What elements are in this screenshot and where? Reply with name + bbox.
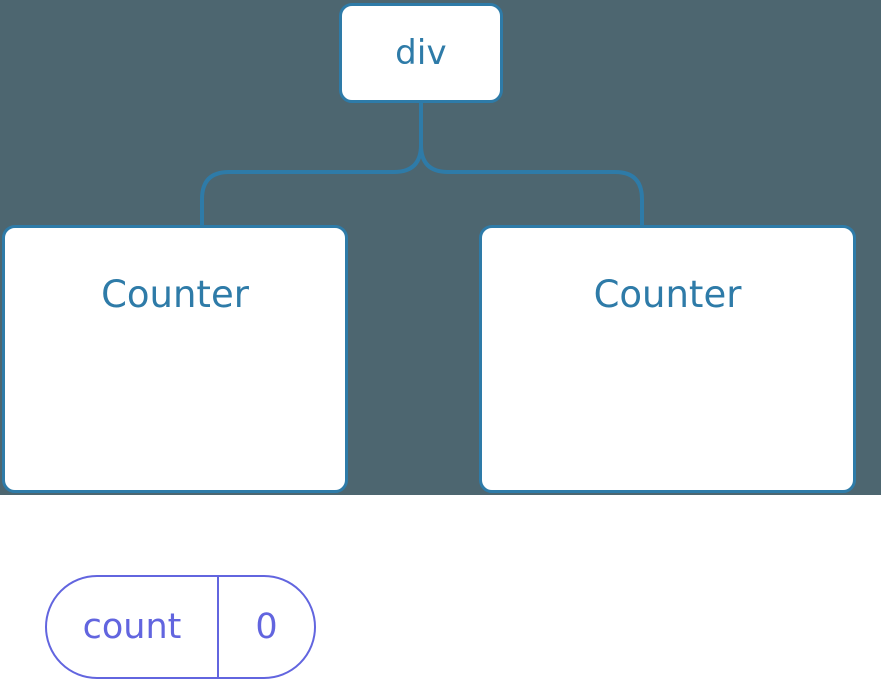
state-value-label: 0 <box>255 606 278 647</box>
node-div[interactable]: div <box>339 3 503 103</box>
state-pill-count-left[interactable]: count 0 <box>45 575 316 679</box>
node-counter-left-title: Counter <box>101 273 249 316</box>
node-counter-right-title: Counter <box>593 273 742 316</box>
state-key-label: count <box>47 577 219 677</box>
tree-connectors <box>200 103 644 227</box>
node-counter-left[interactable]: Counter count 0 <box>2 225 348 679</box>
node-counter-right[interactable]: Counter count 1 <box>479 225 856 493</box>
node-div-label: div <box>395 33 447 73</box>
